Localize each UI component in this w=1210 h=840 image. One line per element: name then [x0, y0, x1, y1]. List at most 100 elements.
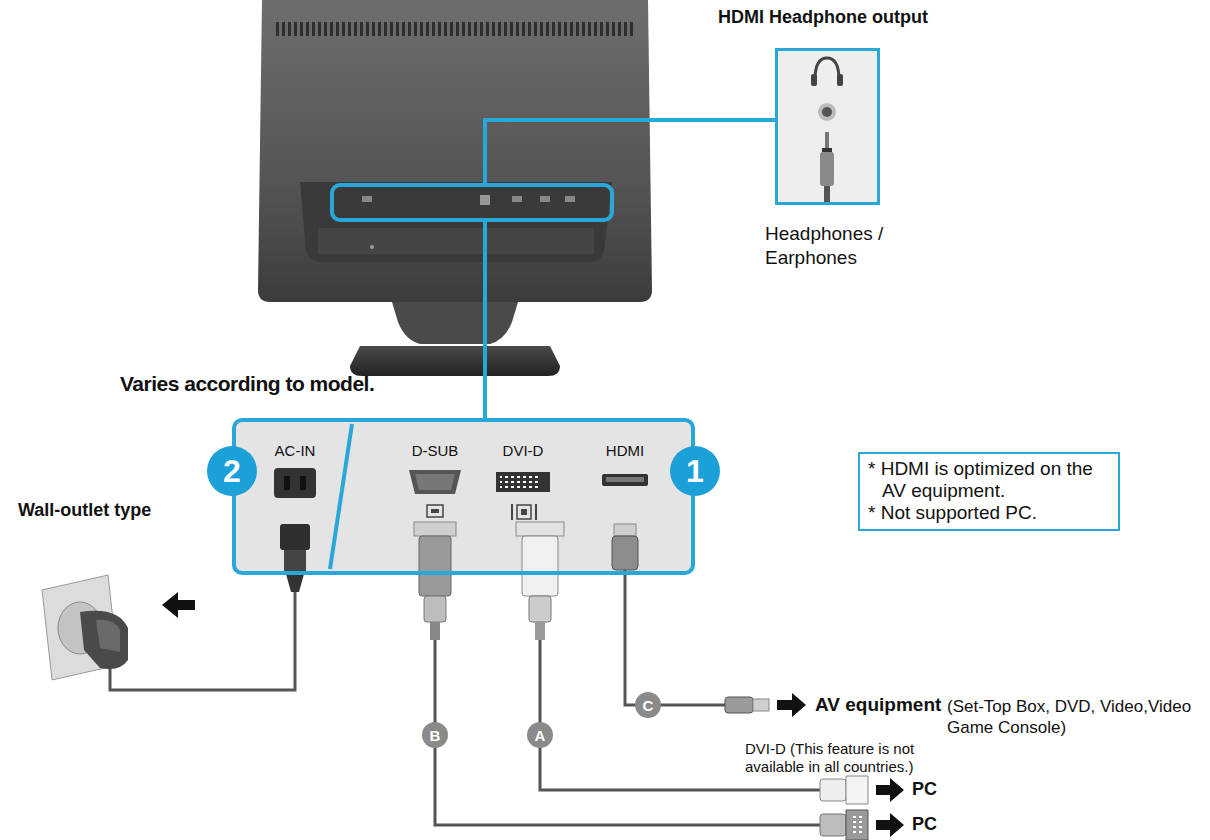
cables — [110, 590, 295, 690]
headphone-illustration — [777, 50, 878, 203]
headphone-illustration — [811, 74, 817, 86]
connector-panel-illustration — [431, 509, 439, 513]
headphone-output-box: HDMI Headphone output — [775, 48, 880, 205]
cables — [435, 640, 820, 825]
connector-panel-illustration — [234, 420, 693, 573]
wall-outlet — [42, 575, 128, 680]
cable-plugs — [614, 524, 636, 536]
cable-letter: C — [635, 692, 661, 718]
cable-letter: B — [422, 722, 448, 748]
model-note: Varies according to model. — [120, 372, 374, 396]
wall-outlet — [96, 620, 120, 652]
wall-outlet — [80, 611, 128, 669]
monitor-back — [512, 196, 522, 202]
availability-note: DVI-D (This feature is not available in … — [745, 740, 960, 776]
connector-panel-text: HDMI — [606, 442, 644, 459]
cable-plugs — [419, 536, 451, 596]
callout-leader — [332, 120, 775, 418]
cable-plugs — [753, 699, 769, 711]
step-number: 2 — [207, 446, 257, 496]
connector-panel-text: DVI-D — [503, 442, 544, 459]
callout-leader — [332, 185, 612, 220]
cable-plugs — [414, 522, 456, 536]
monitor-back — [350, 346, 560, 376]
monitor-back — [362, 196, 372, 202]
direction-arrows — [162, 592, 195, 618]
cables — [110, 570, 820, 825]
note-box: * HDMI is optimized on the AV equipment.… — [858, 452, 1120, 531]
monitor-back — [370, 245, 374, 249]
direction-arrows — [777, 693, 806, 717]
headphone-illustration — [825, 132, 829, 148]
cable-plugs — [846, 776, 868, 804]
cable-letter: A — [527, 722, 553, 748]
cable-plugs — [535, 622, 545, 640]
outlet-caption: Wall-outlet type — [18, 500, 151, 521]
cable-plugs — [430, 622, 440, 640]
callout-leader — [485, 120, 775, 185]
note-box-text: * Not supported PC. — [868, 502, 1110, 524]
step-number-text: 2 — [223, 455, 241, 487]
direction-arrows — [876, 778, 904, 802]
cable-plugs — [280, 522, 868, 840]
cable-plugs — [820, 814, 846, 836]
headphone-illustration — [818, 103, 836, 121]
connector-panel-illustration — [511, 504, 513, 520]
cable-plugs — [725, 697, 753, 713]
monitor-back — [275, 22, 635, 36]
cable-plugs — [820, 779, 846, 801]
connector-panel-text: AC-IN — [275, 442, 316, 459]
cable-plugs — [846, 810, 868, 840]
connector-panel-illustration — [517, 505, 531, 519]
monitor-back — [392, 302, 518, 344]
note-box-text: * HDMI is optimized on the AV equipment. — [868, 458, 1110, 502]
connector-panel-illustration — [300, 476, 306, 490]
connector-panel-illustration — [535, 504, 537, 520]
target-device: PC — [912, 814, 937, 835]
headphone-illustration — [822, 107, 832, 117]
cable-letter-text: C — [643, 698, 654, 713]
connector-panel-illustration — [234, 420, 693, 573]
target-device: PC — [912, 779, 937, 800]
cable-plugs — [286, 574, 304, 592]
connector-panel-illustration — [330, 424, 352, 569]
monitor-back — [258, 0, 652, 302]
cable-plugs — [612, 536, 638, 570]
device-name: AV equipment — [815, 694, 941, 716]
headphone-caption: Headphones / Earphones — [765, 222, 915, 270]
monitor-back — [565, 196, 575, 202]
connector-panel-illustration — [496, 472, 550, 492]
step-number: 1 — [670, 446, 720, 496]
direction-arrows — [876, 813, 904, 837]
monitor-back — [300, 182, 612, 262]
connector-panel: AC-IND-SUBDVI-DHDMI21 — [232, 418, 695, 575]
connector-panel-illustration — [427, 505, 443, 517]
cable-plugs — [280, 524, 310, 550]
cables — [625, 570, 725, 705]
connector-panel-illustration — [602, 474, 648, 486]
headphone-illustration — [815, 58, 839, 80]
headphone-illustration — [837, 74, 843, 86]
connector-panel-illustration — [284, 476, 290, 490]
headphone-illustration — [820, 152, 834, 186]
device-examples: (Set-Top Box, DVD, Video,Video Game Cons… — [947, 696, 1197, 738]
cable-plugs — [851, 816, 863, 834]
monitor-back — [480, 195, 490, 205]
connector-panel-illustration — [500, 475, 538, 489]
cable-letter-text: B — [430, 728, 441, 743]
connector-panel-illustration — [606, 477, 644, 482]
headphone-output-box-text: HDMI Headphone output — [718, 7, 928, 28]
direction-arrows — [162, 592, 904, 837]
monitor-back — [540, 196, 550, 202]
connector-panel-text: D-SUB — [412, 442, 459, 459]
cable-plugs — [516, 522, 564, 536]
cable-plugs — [522, 536, 558, 596]
step-number-text: 1 — [686, 455, 704, 487]
cable-letter-text: A — [535, 728, 546, 743]
headphone-illustration — [777, 50, 878, 203]
headphone-illustration — [822, 148, 832, 152]
cable-plugs — [284, 550, 306, 574]
monitor-back — [318, 228, 594, 254]
cable-plugs — [424, 596, 446, 622]
connector-panel-illustration — [415, 474, 455, 490]
